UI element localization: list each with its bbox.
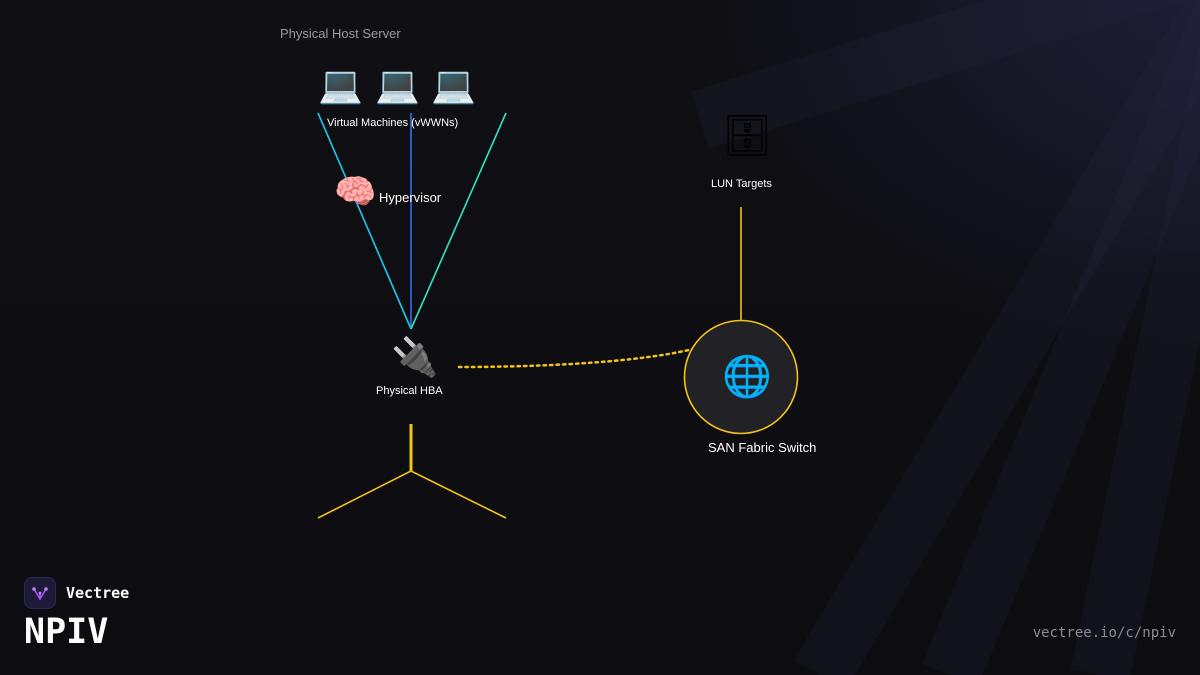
vm-link-left [317, 112, 412, 330]
switch-node [683, 319, 799, 435]
hypervisor-label: Hypervisor [379, 190, 442, 205]
globe-icon: 🌐 [722, 354, 772, 400]
host-server-label: Physical Host Server [280, 26, 401, 41]
hba-branch-left [317, 470, 412, 519]
vm-link-right [410, 112, 507, 330]
plug-icon: 🔌 [391, 335, 439, 379]
page-title: NPIV [24, 612, 109, 652]
laptop-icon: 💻 [318, 65, 363, 106]
hba-label: Physical HBA [376, 385, 443, 397]
vm-label: Virtual Machines (vWWNs) [327, 117, 459, 129]
switch-label: SAN Fabric Switch [708, 440, 817, 455]
page-url[interactable]: vectree.io/c/npiv [1032, 625, 1176, 641]
brand-name: Vectree [66, 584, 130, 602]
hba-branch-right [410, 470, 507, 519]
laptop-icon: 💻 [431, 65, 476, 106]
brand[interactable]: Vectree [24, 577, 129, 609]
laptop-icon: 💻 [375, 65, 420, 106]
vectree-logo-icon [24, 577, 56, 609]
brain-icon: 🧠 [334, 172, 377, 212]
lun-label: LUN Targets [711, 178, 772, 190]
file-cabinet-icon: 🗄 [722, 113, 773, 159]
